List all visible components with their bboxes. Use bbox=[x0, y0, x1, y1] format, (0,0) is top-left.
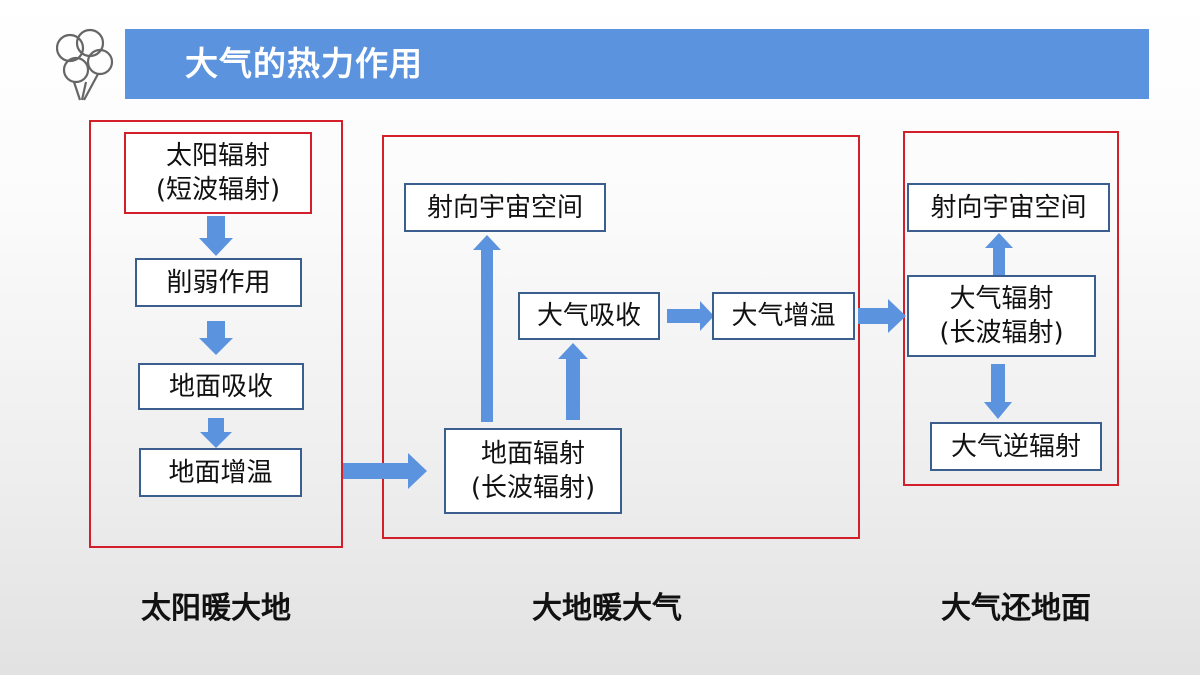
ground-radiation-label: 地面辐射 bbox=[480, 439, 585, 469]
arrow-absorb-to-warm bbox=[200, 418, 232, 448]
counter-radiation-box: 大气逆辐射 bbox=[930, 422, 1102, 471]
balloon-cluster-icon bbox=[55, 28, 114, 101]
arrow-ground-radiation-to-space bbox=[473, 235, 501, 422]
atmos-radiation-sublabel: (长波辐射) bbox=[939, 318, 1064, 348]
atmos-warm-box: 大气增温 bbox=[712, 292, 855, 340]
page-title: 大气的热力作用 bbox=[185, 44, 423, 83]
stage3-to-space-label: 射向宇宙空间 bbox=[930, 192, 1087, 223]
ground-radiation-sublabel: (长波辐射) bbox=[470, 473, 596, 503]
arrow-atmos-warm-to-atmos-radiation bbox=[858, 299, 906, 333]
ground-absorb-box: 地面吸收 bbox=[138, 363, 304, 410]
counter-radiation-label: 大气逆辐射 bbox=[950, 431, 1081, 462]
arrow-atmos-radiation-to-space bbox=[985, 233, 1013, 275]
stage2-to-space-box: 射向宇宙空间 bbox=[404, 183, 606, 232]
title-bar: 大气的热力作用 bbox=[125, 29, 1149, 99]
arrow-ground-radiation-to-atmos-absorb bbox=[558, 343, 588, 420]
stage1-caption: 太阳暖大地 bbox=[141, 591, 291, 626]
atmos-radiation-box: 大气辐射 (长波辐射) bbox=[907, 275, 1096, 357]
arrow-solar-to-weakening bbox=[199, 216, 233, 256]
atmos-absorb-label: 大气吸收 bbox=[536, 301, 641, 331]
stage2-frame bbox=[382, 135, 860, 539]
stage1-frame bbox=[89, 120, 343, 548]
atmos-warm-label: 大气增温 bbox=[731, 301, 836, 331]
solar-radiation-sublabel: (短波辐射) bbox=[155, 175, 281, 205]
weakening-box: 削弱作用 bbox=[135, 258, 302, 307]
ground-warm-label: 地面增温 bbox=[168, 457, 273, 488]
ground-radiation-box: 地面辐射 (长波辐射) bbox=[444, 428, 622, 514]
stage3-to-space-box: 射向宇宙空间 bbox=[907, 183, 1110, 232]
solar-radiation-label: 太阳辐射 bbox=[165, 141, 270, 171]
ground-warm-box: 地面增温 bbox=[139, 448, 302, 497]
atmos-absorb-box: 大气吸收 bbox=[518, 292, 660, 340]
arrow-atmos-radiation-to-counter bbox=[984, 364, 1012, 419]
arrow-absorb-to-atmos-warm bbox=[667, 301, 714, 331]
stage3-frame bbox=[903, 131, 1119, 486]
arrow-weakening-to-absorb bbox=[199, 321, 233, 355]
ground-absorb-label: 地面吸收 bbox=[168, 371, 273, 402]
arrow-ground-warm-to-ground-radiation bbox=[343, 453, 427, 489]
weakening-label: 削弱作用 bbox=[166, 267, 271, 298]
stage2-caption: 大地暖大气 bbox=[532, 591, 682, 626]
solar-radiation-box: 太阳辐射 (短波辐射) bbox=[124, 132, 312, 214]
atmos-radiation-label: 大气辐射 bbox=[949, 284, 1054, 314]
stage2-to-space-label: 射向宇宙空间 bbox=[426, 192, 583, 223]
stage3-caption: 大气还地面 bbox=[941, 591, 1091, 626]
